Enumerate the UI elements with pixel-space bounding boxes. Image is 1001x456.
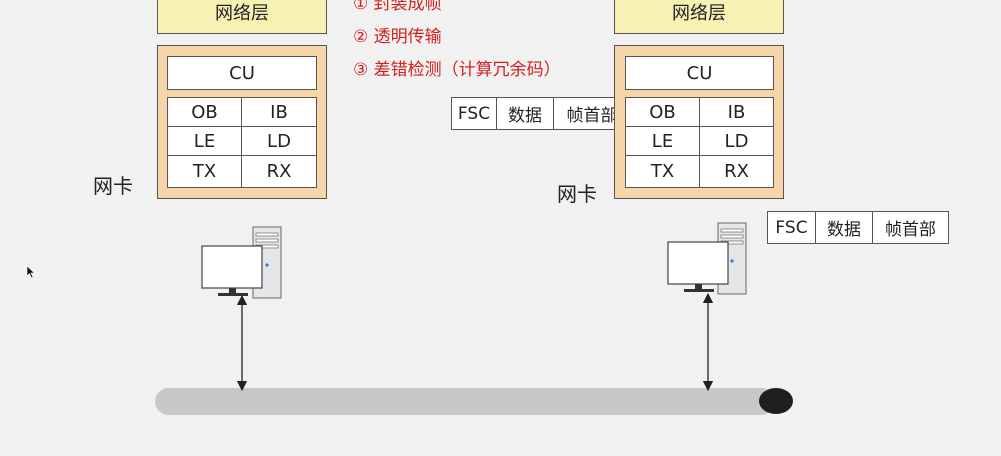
right-nic: CU OB IB LE LD TX RX <box>614 45 784 199</box>
right-ld-label: LD <box>724 130 749 152</box>
right-ib: IB <box>699 97 774 127</box>
medium-end-cap <box>759 388 793 414</box>
frame-top-fsc-label: FSC <box>457 103 491 124</box>
left-cu-label: CU <box>229 62 255 84</box>
left-ib: IB <box>241 97 317 127</box>
right-cu-label: CU <box>686 62 713 84</box>
right-rx-label: RX <box>724 161 749 182</box>
right-nic-label: 网卡 <box>557 182 597 206</box>
left-tx-label: TX <box>192 161 217 182</box>
frame-top-data-label: 数据 <box>508 106 542 126</box>
right-rx: RX <box>699 155 774 188</box>
mouse-cursor-icon <box>26 265 36 279</box>
frame-right-data-label: 数据 <box>827 220 861 240</box>
transmission-medium <box>155 388 775 415</box>
frame-top-fsc: FSC <box>451 97 497 130</box>
frame-right: FSC 数据 帧首部 <box>767 211 949 244</box>
left-rx: RX <box>241 155 317 188</box>
left-nic-label: 网卡 <box>93 174 133 198</box>
left-ob: OB <box>167 97 242 127</box>
step-1: ① 封装成帧 <box>353 0 442 14</box>
right-tx: TX <box>625 155 700 188</box>
frame-right-header-label: 帧首部 <box>885 220 936 240</box>
left-computer-icon <box>201 226 282 299</box>
right-computer-icon <box>667 222 747 295</box>
frame-top-header-label: 帧首部 <box>566 106 618 126</box>
step-3: ③ 差错检测（计算冗余码） <box>353 60 561 80</box>
right-cu: CU <box>625 56 774 90</box>
left-le: LE <box>167 126 242 156</box>
left-nic: CU OB IB LE LD TX RX <box>157 45 327 199</box>
right-network-layer: 网络层 <box>614 0 784 34</box>
left-ob-label: OB <box>191 101 218 123</box>
right-network-layer-label: 网络层 <box>672 3 726 24</box>
left-cu: CU <box>167 56 317 90</box>
left-rx-label: RX <box>266 161 292 182</box>
right-ib-label: IB <box>727 101 746 123</box>
frame-right-fsc-label: FSC <box>775 217 808 238</box>
right-tx-label: TX <box>650 161 675 182</box>
right-ob-label: OB <box>649 101 676 123</box>
frame-right-data: 数据 <box>815 211 873 244</box>
frame-right-fsc: FSC <box>767 211 816 244</box>
right-le-label: LE <box>651 130 674 152</box>
steps-list: ① 封装成帧 ② 透明传输 ③ 差错检测（计算冗余码） <box>353 0 561 87</box>
left-ib-label: IB <box>270 101 288 123</box>
frame-top-data: 数据 <box>496 97 554 130</box>
left-network-layer-label: 网络层 <box>215 3 269 24</box>
left-ld-label: LD <box>267 130 291 152</box>
left-tx: TX <box>167 155 242 188</box>
step-2: ② 透明传输 <box>353 27 442 47</box>
left-network-layer: 网络层 <box>157 0 327 34</box>
frame-right-header: 帧首部 <box>872 211 949 244</box>
left-le-label: LE <box>193 130 216 152</box>
